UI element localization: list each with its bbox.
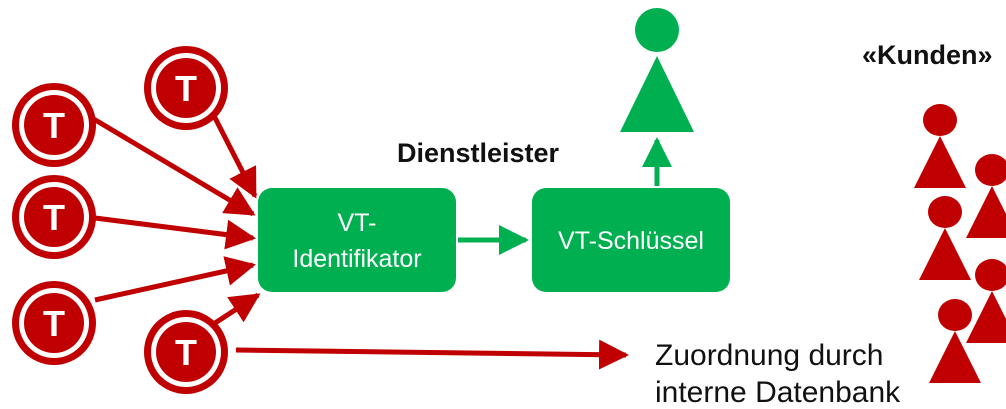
customer-person-icon [914,104,966,188]
token-1: T [144,46,228,130]
key-box: VT-Schlüssel [532,188,730,292]
arrow-token-2 [90,115,256,217]
token-5: T [144,310,228,394]
mapping-label-line1: Zuordnung durch [655,339,884,372]
token-3: T [12,175,96,259]
customer-person-icon [929,299,981,383]
key-box-label: VT-Schlüssel [558,227,704,255]
identifier-box-line1: VT- [338,209,377,237]
token-letter: T [175,68,197,109]
token-4: T [12,281,96,365]
mapping-label-line2: interne Datenbank [655,376,901,409]
arrow-token-5 [210,292,261,328]
customers-label: «Kunden» [862,40,993,70]
identifier-box-line2: Identifikator [292,245,421,273]
identifier-box: VT- Identifikator [258,188,456,292]
customer-group [914,104,1006,383]
arrow-token-3 [94,215,256,250]
token-letter: T [43,105,65,146]
service-provider-label: Dienstleister [397,138,560,168]
token-arrows [90,106,629,370]
customer-person-icon [966,154,1006,238]
token-letter: T [43,303,65,344]
customer-person-icon [919,196,971,280]
arrow-token-to-mapping [235,339,629,370]
arrow-token-4 [94,256,256,303]
arrow-token-1 [207,106,258,199]
token-2: T [12,83,96,167]
token-letter: T [175,332,197,373]
token-letter: T [43,197,65,238]
customer-person-icon [966,259,1006,343]
service-provider-person-icon [620,8,694,132]
